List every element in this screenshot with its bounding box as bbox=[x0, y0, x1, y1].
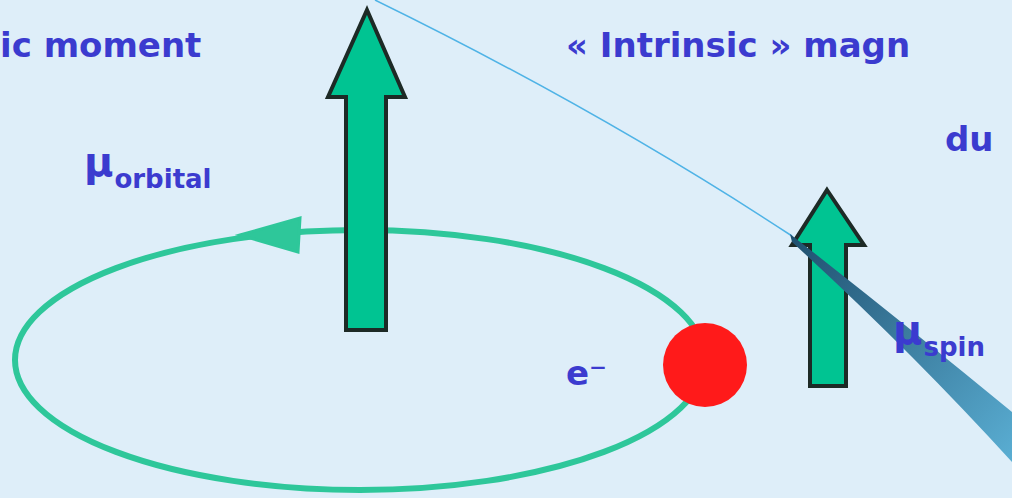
electron bbox=[663, 323, 747, 407]
moment-symbol: μ bbox=[84, 142, 113, 182]
swoosh-wedge bbox=[790, 234, 1012, 462]
heading-fragment: « Intrinsic » magn bbox=[566, 28, 910, 62]
electron-label: e⁻ bbox=[566, 356, 607, 390]
orbital-moment-arrow bbox=[328, 10, 405, 330]
heading-fragment: ic moment bbox=[0, 28, 201, 62]
orbit-direction-arrow bbox=[240, 218, 300, 252]
moment-subscript: spin bbox=[923, 334, 985, 360]
moment-subscript: orbital bbox=[114, 166, 211, 192]
moment-symbol: μ bbox=[893, 310, 922, 350]
heading-fragment: du bbox=[945, 122, 994, 156]
